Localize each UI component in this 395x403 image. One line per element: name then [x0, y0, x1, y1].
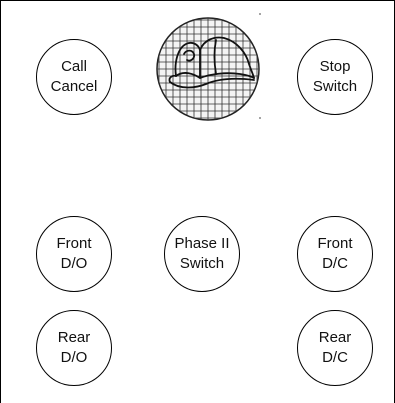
rear-dc-label-1: Rear [318, 329, 352, 346]
rear-door-open-button[interactable]: Rear D/O [36, 310, 112, 386]
stop-switch-label-1: Stop [319, 58, 351, 75]
front-dc-label-1: Front [317, 235, 353, 252]
rear-dc-label-2: D/C [322, 349, 348, 366]
stop-switch-label-2: Switch [312, 78, 358, 95]
rear-door-close-button[interactable]: Rear D/C [297, 310, 373, 386]
call-cancel-button[interactable]: Call Cancel [36, 39, 112, 115]
phase-ii-label-1: Phase II [174, 235, 230, 252]
phase-ii-switch-button[interactable]: Phase II Switch [164, 216, 240, 292]
firefighter-helmet-icon [156, 17, 260, 121]
call-cancel-label-2: Cancel [50, 78, 98, 95]
front-dc-label-2: D/C [322, 255, 348, 272]
indicator-dot-bottom [259, 117, 261, 119]
rear-do-label-1: Rear [57, 329, 91, 346]
rear-do-label-2: D/O [60, 349, 88, 366]
call-cancel-label-1: Call [61, 58, 87, 75]
phase-ii-label-2: Switch [179, 255, 225, 272]
front-do-label-2: D/O [60, 255, 88, 272]
indicator-dot-top [259, 13, 261, 15]
stop-switch-button[interactable]: Stop Switch [297, 39, 373, 115]
front-do-label-1: Front [56, 235, 92, 252]
front-door-open-button[interactable]: Front D/O [36, 216, 112, 292]
front-door-close-button[interactable]: Front D/C [297, 216, 373, 292]
